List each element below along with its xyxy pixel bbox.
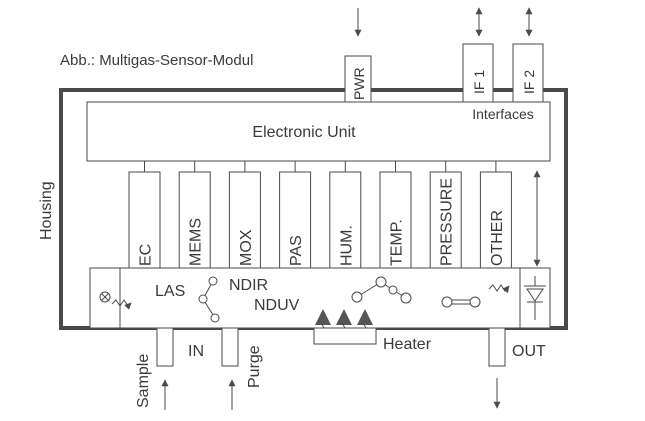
detector-zigzag bbox=[488, 284, 510, 294]
if1-label: IF 1 bbox=[471, 70, 487, 94]
sensor-label: PRESSURE bbox=[439, 178, 456, 266]
figure-caption: Abb.: Multigas-Sensor-Modul bbox=[60, 52, 253, 69]
sensor-label: MEMS bbox=[188, 218, 205, 266]
sensor-label: OTHER bbox=[489, 210, 506, 266]
molecule-icon-right bbox=[351, 276, 412, 304]
sensor-column bbox=[329, 171, 362, 269]
top-port-pwr: PWR bbox=[344, 8, 372, 103]
sensor-columns: EC MEMS MOX PAS HUM. TEMP. PRESSURE OTHER bbox=[128, 171, 512, 269]
sensor-column bbox=[379, 171, 412, 269]
sensor-column bbox=[178, 171, 211, 269]
molecule-icon-left bbox=[198, 276, 220, 323]
detector-box bbox=[519, 267, 551, 329]
oxygen-molecule-icon bbox=[441, 296, 481, 308]
top-port-if2: IF 2 bbox=[512, 7, 544, 103]
sample-inlet bbox=[156, 327, 174, 367]
sensor-label: TEMP. bbox=[389, 219, 406, 266]
light-source-box bbox=[89, 267, 132, 329]
sensor-label: EC bbox=[138, 244, 155, 266]
sensor-column bbox=[128, 171, 161, 269]
in-label: IN bbox=[188, 343, 204, 360]
out-label: OUT bbox=[512, 343, 546, 360]
sensor-label: MOX bbox=[238, 229, 255, 266]
top-port-if1: IF 1 bbox=[462, 7, 494, 103]
heater-base bbox=[313, 327, 377, 345]
pwr-label: PWR bbox=[351, 67, 367, 100]
interfaces-label: Interfaces bbox=[472, 106, 533, 122]
ndir-label: NDIR bbox=[229, 277, 268, 294]
outlet-port bbox=[488, 327, 506, 367]
purge-label: Purge bbox=[246, 345, 263, 388]
nduv-label: NDUV bbox=[254, 297, 300, 314]
emission-zigzag bbox=[111, 299, 132, 310]
lamp-icon bbox=[99, 291, 111, 303]
sensor-label: PAS bbox=[288, 235, 305, 266]
sensor-label: HUM. bbox=[338, 225, 355, 266]
sensor-column bbox=[228, 171, 261, 269]
housing-label: Housing bbox=[38, 181, 55, 240]
if2-label: IF 2 bbox=[521, 70, 537, 94]
heater-elements bbox=[315, 309, 373, 339]
photodiode-icon bbox=[526, 288, 544, 302]
electronic-unit-box bbox=[86, 101, 551, 162]
las-label: LAS bbox=[155, 283, 185, 300]
electronic-unit-label: Electronic Unit bbox=[252, 124, 356, 141]
heater-label: Heater bbox=[383, 336, 432, 353]
sensor-connectors bbox=[144, 161, 497, 172]
sample-label: Sample bbox=[135, 354, 152, 408]
purge-inlet bbox=[221, 327, 239, 367]
